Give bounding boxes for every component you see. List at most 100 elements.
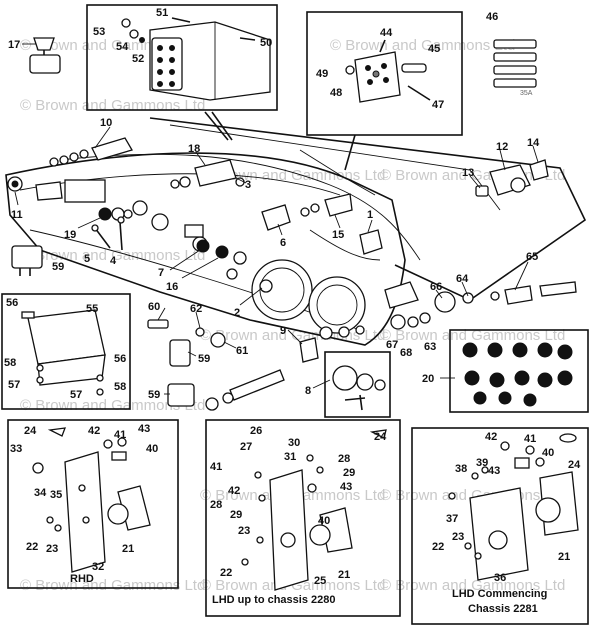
part-number-3: 3: [245, 179, 251, 191]
part-number-58: 58: [114, 381, 126, 393]
part-number-63: 63: [424, 341, 436, 353]
component-6-15: [261, 193, 353, 231]
part-number-65: 65: [526, 251, 538, 263]
part-number-44: 44: [380, 27, 393, 39]
fuse-set: 35A: [493, 39, 537, 97]
watermark-text: © Brown and Gammons Ltd: [20, 97, 205, 114]
component-19: [98, 207, 133, 221]
part-number-51: 51: [156, 7, 168, 19]
part-number-41: 41: [114, 429, 126, 441]
lhd-late-caption-line1: LHD Commencing: [452, 588, 547, 600]
relay-59-mid: [169, 339, 191, 367]
part-number-59: 59: [52, 261, 64, 273]
rhd-bracket-inset: RHD: [7, 419, 179, 589]
part-number-49: 49: [316, 68, 328, 80]
part-number-18: 18: [188, 143, 200, 155]
part-number-13: 13: [462, 167, 474, 179]
part-number-40: 40: [542, 447, 554, 459]
part-number-45: 45: [428, 43, 440, 55]
component-row-washers: [319, 325, 365, 340]
part-number-28: 28: [338, 453, 350, 465]
part-number-57: 57: [70, 389, 82, 401]
component-10: [49, 137, 133, 167]
part-number-39: 39: [476, 457, 488, 469]
lhd-early-caption: LHD up to chassis 2280: [212, 594, 336, 606]
part-number-59: 59: [148, 389, 160, 401]
component-17: [29, 37, 61, 74]
watermark-text: © Brown and Gammons Ltd: [200, 167, 385, 184]
part-number-12: 12: [496, 141, 508, 153]
part-number-23: 23: [238, 525, 250, 537]
part-number-56: 56: [6, 297, 18, 309]
part-number-labels: 17 53 54 52 51 50 44 45 49 48 47 46 10 1…: [4, 7, 581, 587]
part-number-26: 26: [250, 425, 262, 437]
part-number-60: 60: [148, 301, 160, 313]
part-number-22: 22: [432, 541, 444, 553]
dashboard-panel: [5, 117, 587, 346]
regulator-inset: [1, 293, 131, 410]
part-number-15: 15: [332, 229, 344, 241]
part-number-67: 67: [386, 339, 398, 351]
rhd-caption: RHD: [70, 573, 94, 585]
part-number-29: 29: [343, 467, 355, 479]
part-number-36: 36: [494, 572, 506, 584]
relay-59-low: [167, 383, 195, 407]
part-number-38: 38: [455, 463, 467, 475]
part-number-55: 55: [86, 303, 98, 315]
part-number-23: 23: [46, 543, 58, 555]
part-number-20: 20: [422, 373, 434, 385]
part-number-30: 30: [288, 437, 300, 449]
part-number-23: 23: [452, 531, 464, 543]
part-number-31: 31: [284, 451, 296, 463]
part-number-7: 7: [158, 267, 164, 279]
fuse-block-inset: [306, 11, 463, 171]
fuse-rating-text: 35A: [520, 90, 533, 97]
part-number-40: 40: [318, 515, 330, 527]
part-number-33: 33: [10, 443, 22, 455]
part-number-14: 14: [527, 137, 540, 149]
knobs-inset: [449, 329, 589, 413]
part-number-24: 24: [568, 459, 581, 471]
component-2: [259, 279, 273, 293]
part-number-21: 21: [558, 551, 570, 563]
part-number-52: 52: [132, 53, 144, 65]
control-box-inset: [86, 4, 278, 141]
component-13: [475, 185, 489, 197]
part-number-10: 10: [100, 117, 112, 129]
part-number-57: 57: [8, 379, 20, 391]
part-number-22: 22: [220, 567, 232, 579]
part-number-25: 25: [314, 575, 326, 587]
lhd-early-bracket-inset: LHD up to chassis 2280: [205, 419, 401, 617]
leader-lines: [14, 43, 539, 395]
part-number-24: 24: [374, 431, 387, 443]
component-7-16: [196, 239, 238, 280]
part-number-64: 64: [456, 273, 469, 285]
part-number-2: 2: [234, 307, 240, 319]
part-number-19: 19: [64, 229, 76, 241]
component-66-65: [384, 281, 577, 313]
part-number-34: 34: [34, 487, 47, 499]
lhd-late-bracket-inset: LHD Commencing Chassis 2281: [411, 427, 589, 625]
part-number-41: 41: [210, 461, 222, 473]
part-number-28: 28: [210, 499, 222, 511]
part-number-59: 59: [198, 353, 210, 365]
part-number-35: 35: [50, 489, 62, 501]
watermark-text: © Brown and Gammons Ltd: [20, 577, 205, 594]
watermark-text: © Brown and Gammons Ltd: [330, 37, 515, 54]
component-plug-lead: [205, 369, 285, 411]
component-4-5: [91, 216, 125, 251]
part-number-53: 53: [93, 26, 105, 38]
part-number-61: 61: [236, 345, 248, 357]
component-11: [7, 176, 63, 201]
part-number-4: 4: [110, 255, 117, 267]
part-number-66: 66: [430, 281, 442, 293]
part-number-68: 68: [400, 347, 412, 359]
part-number-6: 6: [280, 237, 286, 249]
part-number-58: 58: [4, 357, 16, 369]
part-number-54: 54: [116, 41, 129, 53]
part-number-32: 32: [92, 561, 104, 573]
part-number-40: 40: [146, 443, 158, 455]
part-number-21: 21: [338, 569, 350, 581]
part-number-47: 47: [432, 99, 444, 111]
